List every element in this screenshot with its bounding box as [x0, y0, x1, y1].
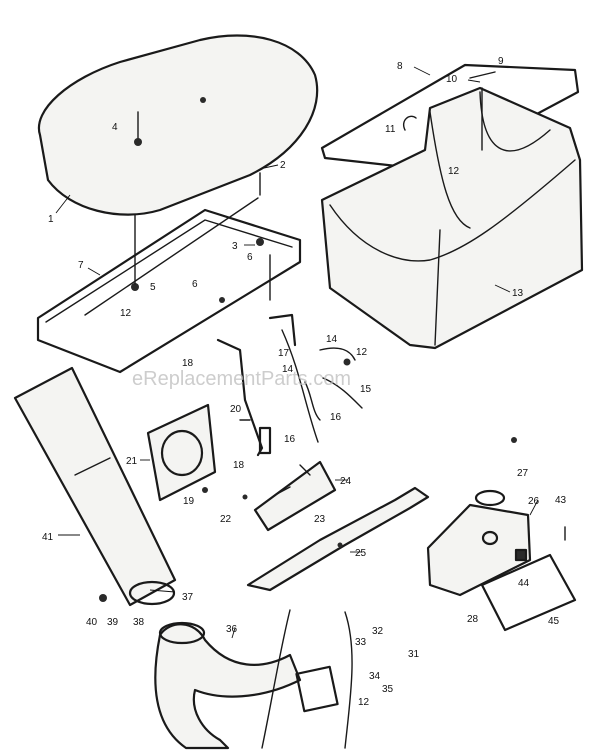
linkage	[216, 313, 363, 457]
label-31: 31	[408, 649, 420, 660]
label-33: 33	[355, 637, 367, 648]
label-3: 3	[232, 241, 238, 252]
label-37: 37	[182, 592, 194, 603]
label-21: 21	[126, 456, 138, 467]
label-16b: 16	[284, 434, 296, 445]
mount-plate	[146, 403, 217, 502]
discharge-tube	[13, 366, 177, 607]
label-2: 2	[280, 160, 286, 171]
bag-frame	[36, 197, 302, 374]
label-44: 44	[518, 578, 530, 589]
label-1: 1	[48, 214, 54, 225]
label-8: 8	[397, 61, 403, 72]
hardware	[99, 172, 517, 602]
label-25: 25	[355, 548, 367, 559]
label-41: 41	[42, 532, 54, 543]
label-10: 10	[446, 74, 458, 85]
label-16a: 16	[330, 412, 342, 423]
label-28: 28	[467, 614, 479, 625]
label-12d: 12	[358, 697, 370, 708]
label-18b: 18	[233, 460, 245, 471]
leader-lines	[55, 66, 539, 639]
label-24: 24	[340, 476, 352, 487]
chute-elbow	[154, 609, 353, 750]
label-27: 27	[517, 468, 529, 479]
label-13: 13	[512, 288, 524, 299]
label-45: 45	[548, 616, 560, 627]
label-17: 17	[278, 348, 290, 359]
label-39: 39	[107, 617, 119, 628]
label-15: 15	[360, 384, 372, 395]
label-11: 11	[385, 124, 396, 135]
label-12b: 12	[120, 308, 132, 319]
bag-rods	[403, 71, 496, 151]
label-18a: 18	[182, 358, 194, 369]
label-36: 36	[226, 624, 238, 635]
label-7: 7	[78, 260, 84, 271]
label-5: 5	[150, 282, 156, 293]
label-23: 23	[314, 514, 326, 525]
part-labels: 1 2 3 4 5 6 6 7 8 9 10 11 12 12 12 12 13…	[42, 56, 567, 708]
label-22: 22	[220, 514, 232, 525]
label-38: 38	[133, 617, 145, 628]
bracket	[253, 460, 337, 532]
label-26: 26	[528, 496, 540, 507]
label-35: 35	[382, 684, 394, 695]
label-12c: 12	[356, 347, 368, 358]
label-14b: 14	[282, 364, 294, 375]
label-43: 43	[555, 495, 567, 506]
grass-bag	[320, 86, 584, 350]
watermark: eReplacementParts.com	[132, 368, 351, 390]
upper-frame	[320, 63, 580, 172]
bag-lid	[37, 34, 319, 216]
chute-housing	[426, 489, 577, 632]
label-4: 4	[112, 122, 118, 133]
label-14a: 14	[326, 334, 338, 345]
label-20: 20	[230, 404, 242, 415]
label-9: 9	[498, 56, 504, 67]
mower-blade	[246, 486, 430, 592]
label-40: 40	[86, 617, 98, 628]
label-19: 19	[183, 496, 195, 507]
label-6: 6	[247, 252, 253, 263]
label-34: 34	[369, 671, 381, 682]
label-12a: 12	[448, 166, 460, 177]
label-32: 32	[372, 626, 384, 637]
label-6b: 6	[192, 279, 198, 290]
